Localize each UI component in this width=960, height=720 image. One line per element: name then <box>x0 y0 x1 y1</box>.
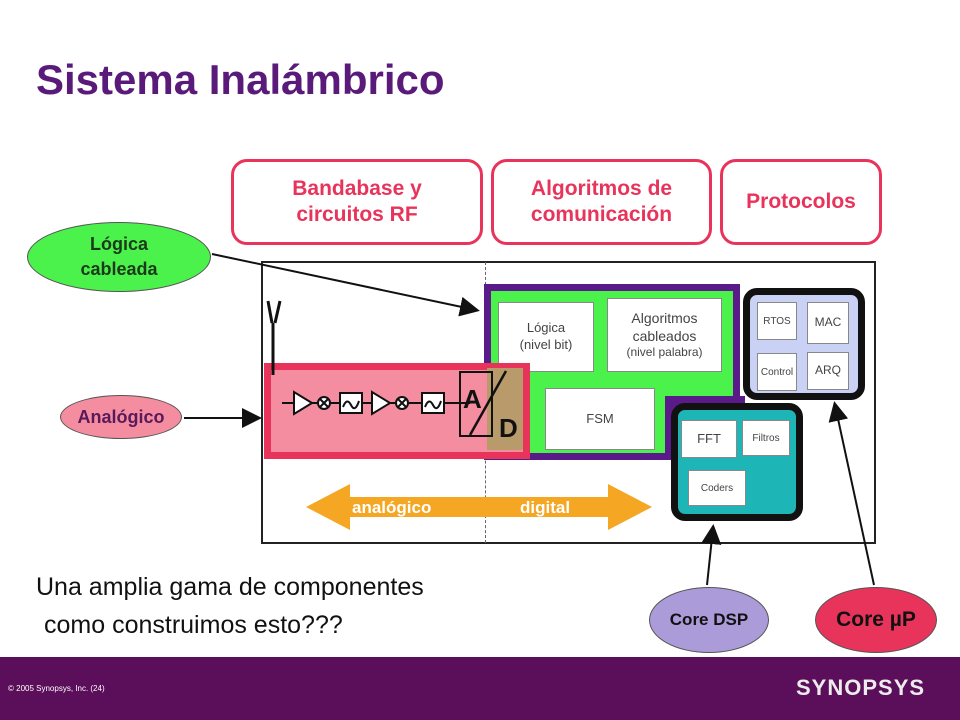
system-frame <box>261 261 876 544</box>
algoritmos-label: Algoritmos cableados <box>631 310 698 345</box>
body-line-2: como construimos esto??? <box>44 611 343 639</box>
algoritmos-block: Algoritmos cableados (nivel palabra) <box>607 298 722 372</box>
category-baseband: Bandabase y circuitos RF <box>231 159 483 245</box>
footer-copyright: © 2005 Synopsys, Inc. (24) <box>8 684 105 693</box>
antenna-icon <box>266 300 282 375</box>
fsm-block: FSM <box>545 388 655 450</box>
arq-block: ARQ <box>807 352 849 390</box>
analog-block <box>264 363 530 459</box>
adc-d-label: D <box>499 413 518 443</box>
footer-bar <box>0 657 960 720</box>
control-block: Control <box>757 353 797 391</box>
callout-dsp: Core DSP <box>649 587 769 653</box>
adc-slash <box>468 370 508 436</box>
arrow-label-digital: digital <box>520 498 571 517</box>
fft-block: FFT <box>681 420 737 458</box>
coders-block: Coders <box>688 470 746 506</box>
adc-box <box>459 371 493 437</box>
callout-analog: Analógico <box>60 395 182 439</box>
filter-icon <box>421 392 445 414</box>
callout-up: Core µP <box>815 587 937 653</box>
analog-digital-arrow <box>306 484 652 530</box>
synopsys-logo: SYNOPSYS <box>796 675 926 700</box>
arrow-label-analog: analógico <box>352 498 432 517</box>
callout-logic: Lógica cableada <box>27 222 211 292</box>
filtros-block: Filtros <box>742 420 790 456</box>
filter-icon <box>339 392 363 414</box>
rf-chain <box>266 300 508 437</box>
nivel-palabra-label: (nivel palabra) <box>626 345 703 360</box>
mixer-icon <box>317 396 331 410</box>
amplifier-icon <box>371 390 392 416</box>
logica-block: Lógica (nivel bit) <box>498 302 594 372</box>
adc-a-label: A <box>463 384 482 414</box>
mac-block: MAC <box>807 302 849 344</box>
body-line-1: Una amplia gama de componentes <box>36 573 424 601</box>
page-title: Sistema Inalámbrico <box>36 56 445 103</box>
rtos-block: RTOS <box>757 302 797 340</box>
category-protocols: Protocolos <box>720 159 882 245</box>
category-algorithms: Algoritmos de comunicación <box>491 159 712 245</box>
amplifier-icon <box>293 390 314 416</box>
mixer-icon <box>395 396 409 410</box>
